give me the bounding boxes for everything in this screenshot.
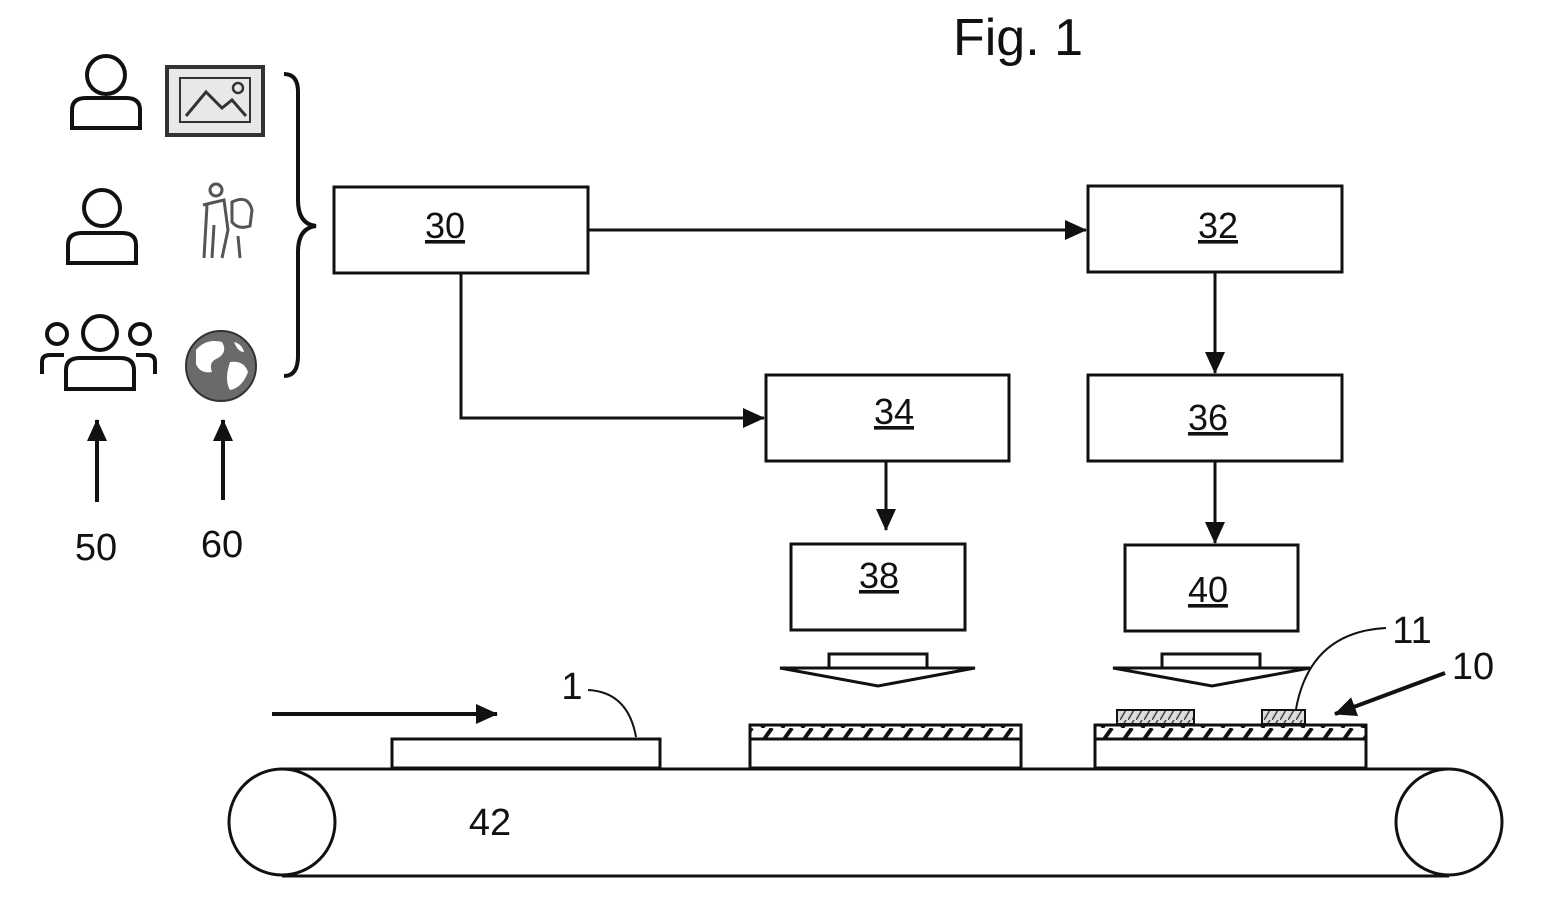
substrate-plain: [392, 739, 660, 768]
block-38: 38: [791, 544, 965, 630]
grouping-brace: [284, 74, 316, 376]
block-30-label: 30: [425, 205, 465, 246]
label-10: 10: [1452, 646, 1494, 688]
block-30: 30: [334, 187, 588, 273]
globe-icon: [186, 331, 256, 401]
conveyor-belt: [229, 769, 1502, 876]
group-icon: [42, 316, 155, 389]
label-11: 11: [1392, 610, 1431, 652]
block-36: 36: [1088, 375, 1342, 461]
label-42: 42: [469, 802, 511, 844]
person-icon: [72, 56, 140, 128]
label-60: 60: [201, 524, 243, 566]
leader-11: [1296, 628, 1386, 709]
block-40: 40: [1125, 545, 1298, 631]
block-34: 34: [766, 375, 1009, 461]
block-40-label: 40: [1188, 569, 1228, 610]
label-50: 50: [75, 527, 117, 569]
substrate-product: [1095, 710, 1366, 768]
block-36-label: 36: [1188, 397, 1228, 438]
image-icon: [167, 67, 263, 135]
arrow-30-to-34: [461, 273, 764, 418]
label-1: 1: [561, 666, 582, 708]
person-icon: [68, 190, 136, 263]
block-32-label: 32: [1198, 205, 1238, 246]
applicator-38: [780, 654, 975, 686]
block-32: 32: [1088, 186, 1342, 272]
substrate-coated: [750, 725, 1021, 768]
applicator-40: [1113, 654, 1310, 686]
figure-title: Fig. 1: [953, 9, 1083, 67]
arrow-10: [1335, 673, 1445, 714]
leader-1: [588, 690, 636, 737]
block-34-label: 34: [874, 391, 914, 432]
hiker-icon: [203, 184, 252, 258]
block-38-label: 38: [859, 555, 899, 596]
